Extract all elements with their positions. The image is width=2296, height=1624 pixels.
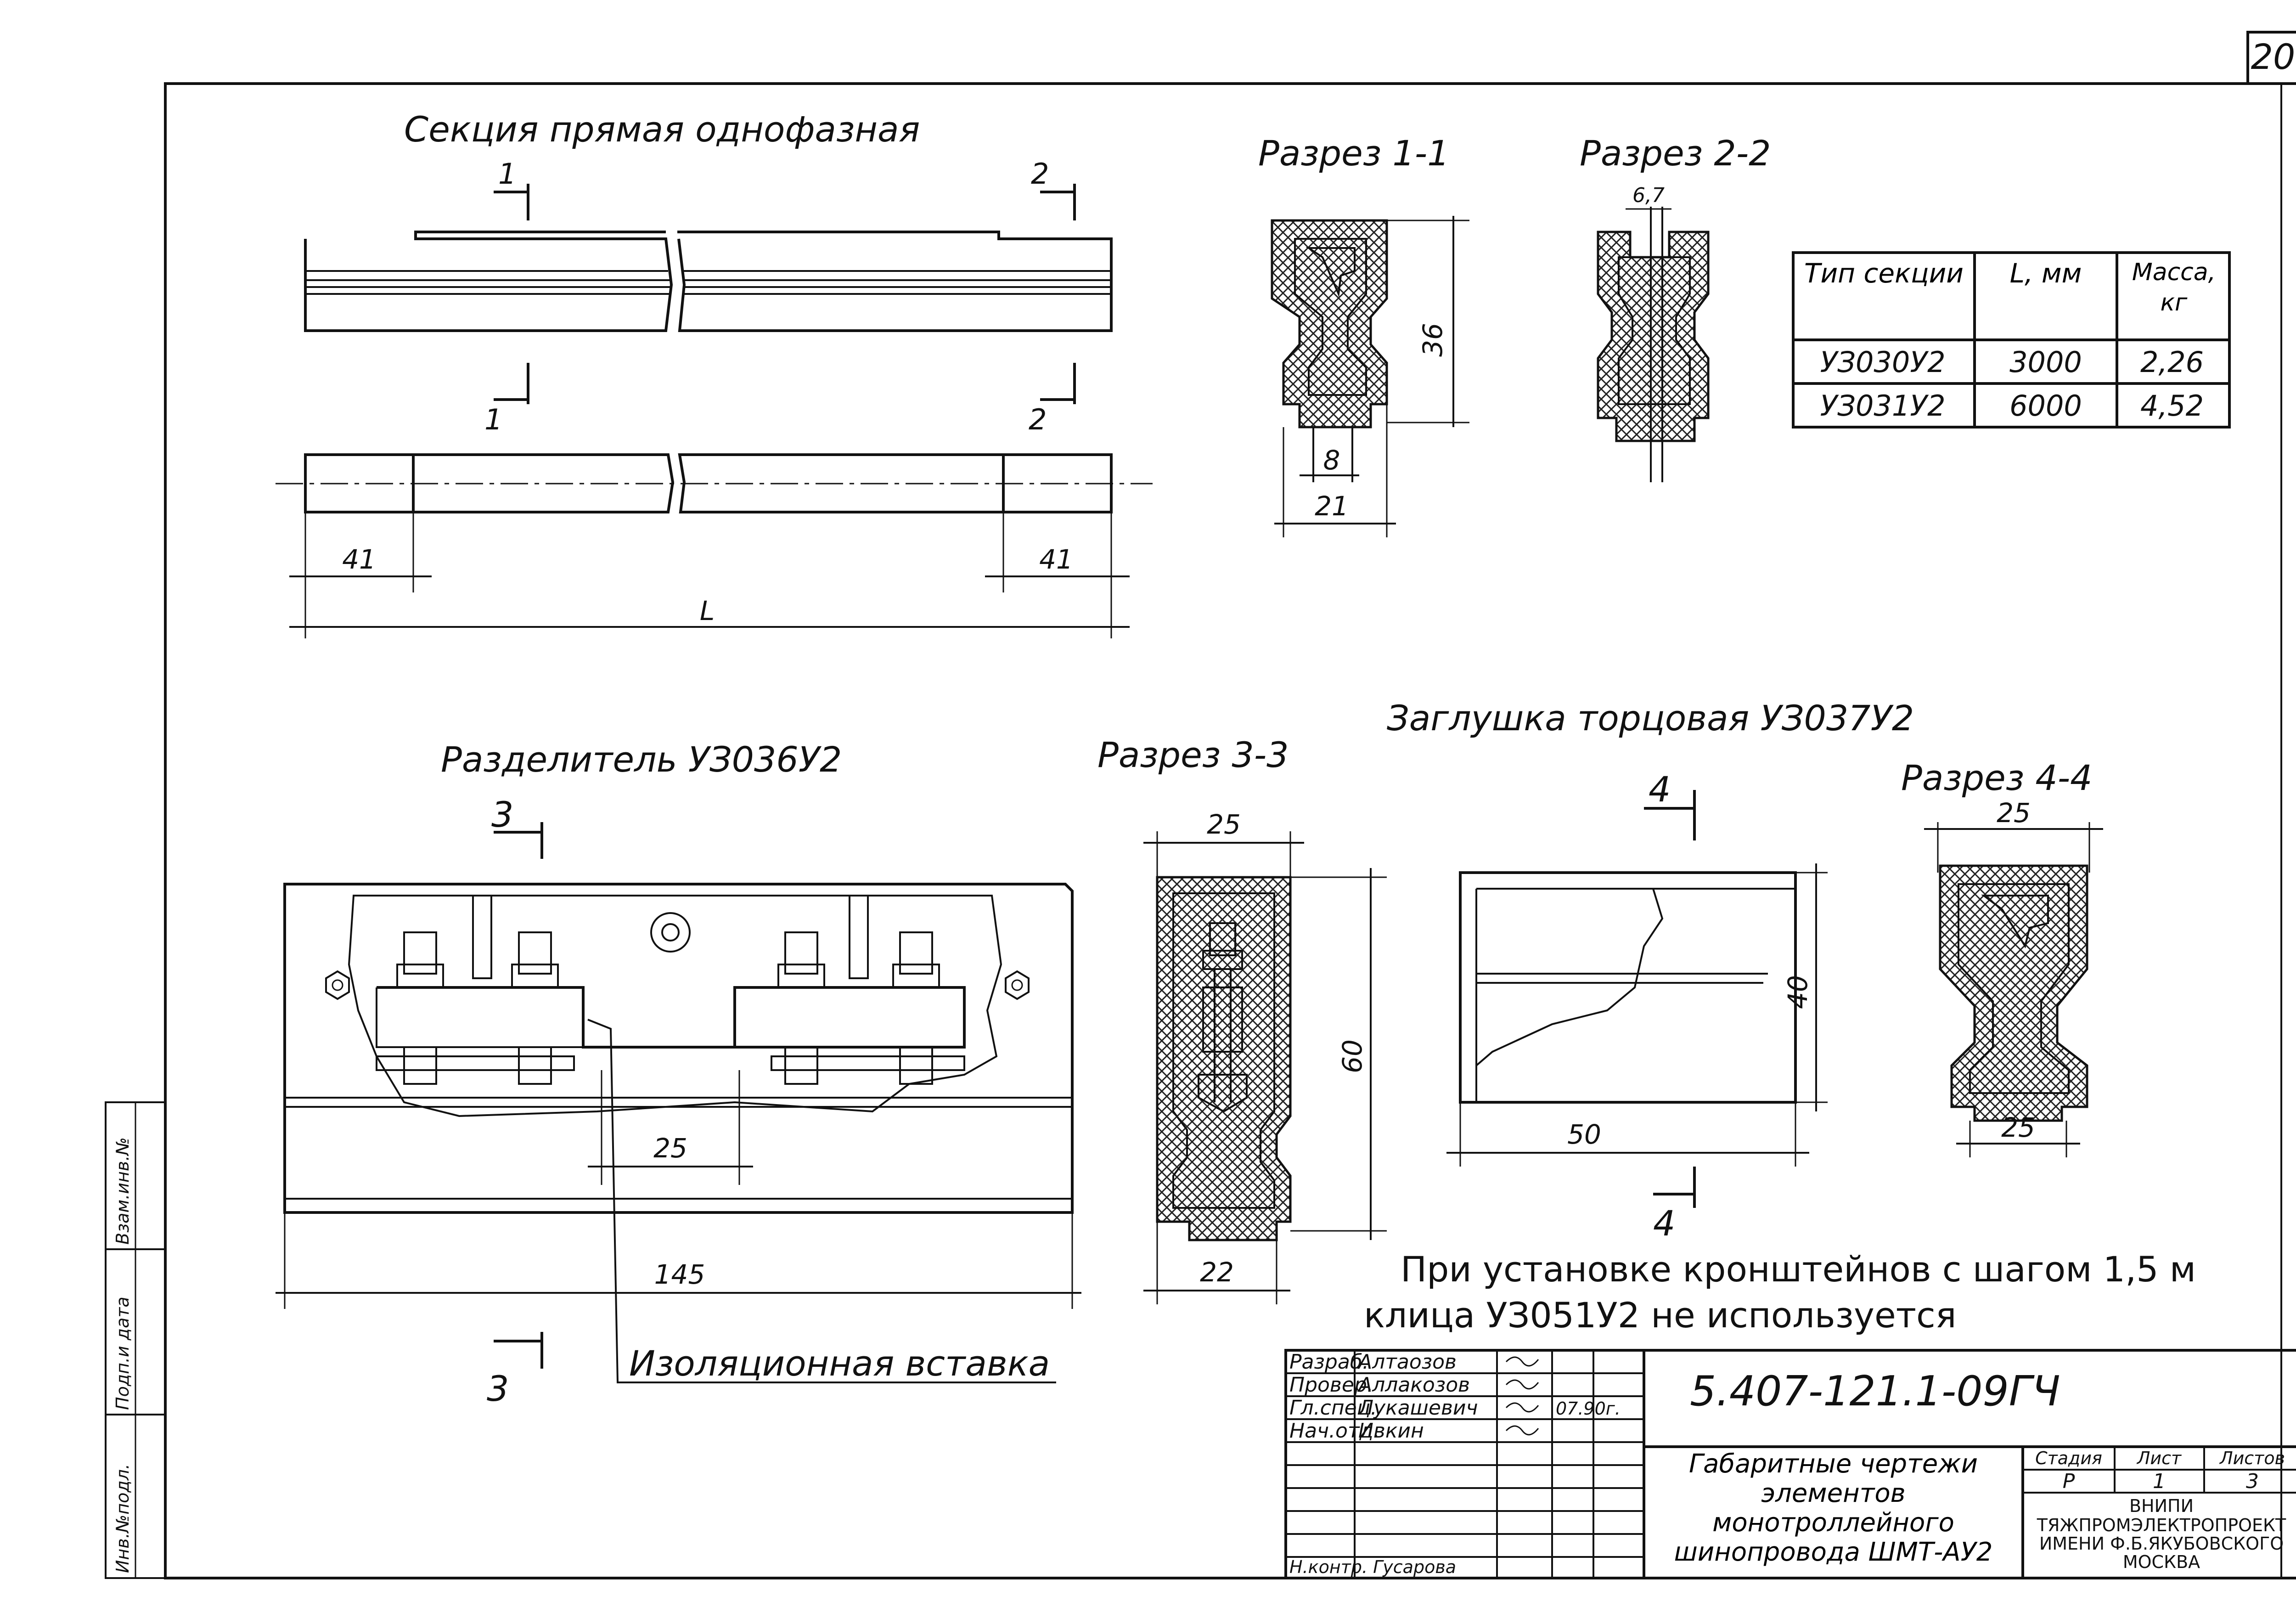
cut-3-top: 3 [491, 794, 513, 835]
section-4-4-title: Разрез 4-4 [1901, 757, 2093, 798]
role-3: Гл.спец. [1289, 1396, 1377, 1420]
section-3-3: Разрез 3-3 25 60 22 [1097, 734, 1387, 1304]
dim-3-3-height: 60 [1337, 1039, 1368, 1073]
end-cap-title: Заглушка торцовая УЗ037У2 [1387, 698, 1914, 739]
note-line-1: При установке кронштейнов с шагом 1,5 м [1401, 1249, 2196, 1290]
dim-end-cap-width: 50 [1567, 1119, 1601, 1150]
separator-title: Разделитель УЗ036У2 [441, 739, 842, 780]
dim-length: L [700, 595, 715, 626]
section-1-1: Разрез 1-1 36 8 21 [1258, 133, 1469, 537]
section-2-2: Разрез 2-2 6,7 [1580, 133, 1771, 482]
sheet-label: Лист [2136, 1448, 2182, 1468]
type-table: Тип секции L, мм Масса, кг УЗ030У2 3000 … [1792, 251, 2231, 429]
end-cap-view: Заглушка торцовая УЗ037У2 4 4 40 50 [1387, 698, 1914, 1244]
page-number: 20 [2251, 36, 2296, 77]
straight-section-title: Секция прямая однофазная [404, 109, 920, 150]
name-4: Ивкин [1358, 1419, 1424, 1443]
cut-4-top: 4 [1649, 769, 1671, 810]
drawing-title: Габаритные чертежи элементов монотроллей… [1674, 1449, 1993, 1567]
section-3-3-title: Разрез 3-3 [1097, 734, 1289, 775]
role-1: Разраб. [1289, 1350, 1369, 1374]
dim-1-1-height: 36 [1417, 323, 1448, 357]
side-stamp: Инв.№подл. Подп.и дата Взам.инв.№ [105, 1101, 166, 1579]
stamp-sign-label: Подп.и дата [113, 1297, 133, 1410]
sheet-value: 1 [2153, 1470, 2166, 1493]
cut-1-top: 1 [498, 157, 516, 191]
straight-section-view: Секция прямая однофазная 1 2 1 2 [276, 109, 1153, 638]
cut-2-bottom: 2 [1029, 403, 1047, 436]
separator-view: Разделитель УЗ036У2 3 3 [276, 739, 1081, 1409]
installation-note: При установке кронштейнов с шагом 1,5 м … [1364, 1249, 2196, 1336]
role-2: Провер. [1289, 1373, 1373, 1397]
approval-date: 07.90г. [1556, 1398, 1621, 1419]
section-2-2-title: Разрез 2-2 [1580, 133, 1771, 174]
table-row-1-type: УЗ030У2 [1820, 345, 1945, 379]
org-line-4: МОСКВА [2123, 1552, 2200, 1572]
dim-1-1-width: 21 [1315, 491, 1349, 522]
dim-3-3-bottom: 22 [1200, 1257, 1234, 1288]
insulation-insert-label: Изоляционная вставка [629, 1343, 1050, 1384]
org-line-2: ТЯЖПРОМЭЛЕКТРОПРОЕКТ [2037, 1515, 2286, 1535]
org-line-3: ИМЕНИ Ф.Б.ЯКУБОВСКОГО [2039, 1534, 2284, 1554]
table-header-mass: Масса, кг [2132, 259, 2216, 316]
sheets-value: 3 [2246, 1470, 2259, 1493]
table-row-2-mass: 4,52 [2140, 389, 2204, 423]
table-row-1-length: 3000 [2009, 345, 2082, 379]
table-row-1-mass: 2,26 [2140, 345, 2204, 379]
dim-end-cap-height: 40 [1782, 975, 1813, 1009]
doc-code: 5.407-121.1-09ГЧ [1690, 1367, 2060, 1415]
name-3: Лукашевич [1357, 1396, 1478, 1420]
title-block: Разраб. Алтаозов Провер. Аллакозов Гл.сп… [1284, 1349, 2296, 1579]
note-line-2: клица УЗ051У2 не используется [1364, 1295, 1957, 1336]
dim-separator-length: 145 [654, 1259, 705, 1290]
name-1: Алтаозов [1357, 1350, 1457, 1374]
dim-end-right: 41 [1039, 544, 1073, 575]
table-header-length: L, мм [2009, 258, 2082, 289]
cut-3-bottom: 3 [487, 1368, 509, 1409]
dim-end-left: 41 [342, 544, 376, 575]
cut-1-bottom: 1 [484, 403, 502, 436]
section-4-4: Разрез 4-4 25 25 [1901, 757, 2103, 1157]
norm-control: Н.контр. Гусарова [1289, 1557, 1456, 1577]
role-4: Нач.отд. [1289, 1419, 1380, 1443]
stage-value: Р [2063, 1470, 2075, 1493]
org-line-1: ВНИПИ [2129, 1496, 2194, 1516]
cut-4-bottom: 4 [1653, 1203, 1675, 1244]
dim-1-1-inner: 8 [1323, 445, 1340, 476]
table-header-type: Тип секции [1804, 258, 1964, 289]
dim-3-3-top: 25 [1207, 809, 1241, 840]
dim-4-4-top: 25 [1997, 797, 2031, 829]
table-row-2-length: 6000 [2009, 389, 2082, 423]
sheets-label: Листов [2219, 1448, 2285, 1468]
dim-2-2-top: 6,7 [1632, 184, 1665, 207]
stamp-inv-label: Инв.№подл. [113, 1464, 133, 1573]
name-2: Аллакозов [1357, 1373, 1470, 1397]
table-row-2-type: УЗ031У2 [1820, 389, 1945, 423]
section-1-1-title: Разрез 1-1 [1258, 133, 1450, 174]
cut-2-top: 2 [1031, 157, 1049, 191]
dim-separator-inner: 25 [653, 1133, 687, 1164]
stage-label: Стадия [2035, 1448, 2102, 1468]
stamp-replace-label: Взам.инв.№ [113, 1137, 133, 1245]
dim-4-4-bottom: 25 [2001, 1112, 2035, 1143]
sheet-frame: 20 [164, 31, 2296, 1579]
